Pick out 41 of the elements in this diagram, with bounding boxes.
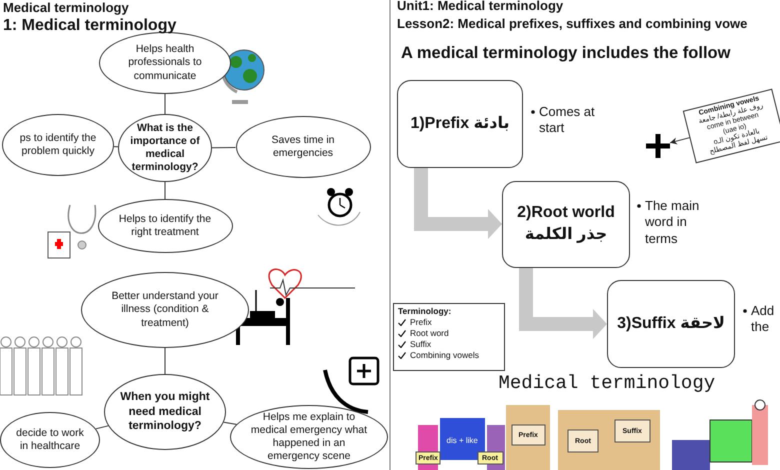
list-item: Root word (410, 328, 449, 340)
bubble-text: Better understand your illness (condition & treatment) (110, 290, 220, 330)
term-box (397, 80, 523, 168)
term-label: 2)Root world (517, 203, 615, 224)
term-label: 3)Suffix لاحقة (617, 314, 725, 334)
term-box (502, 180, 630, 268)
bubble-text: Helps to identify the right treatment (118, 212, 212, 240)
connector-line (212, 147, 236, 148)
heading: A medical terminology includes the follow (401, 44, 730, 63)
bubble-text: ps to identify the problem quickly (18, 132, 98, 158)
heading: Medical terminology (498, 372, 716, 394)
heading: 1: Medical terminology (3, 17, 176, 35)
connector-line (164, 182, 166, 200)
heading: Lesson2: Medical prefixes, suffixes and combining vowe (397, 16, 748, 31)
bubble-text: Helps health professionals to communicate (127, 43, 203, 83)
connector-line (164, 94, 166, 114)
bullet-text: Comes at start (539, 104, 596, 136)
list-heading: Terminology: (398, 306, 452, 318)
bubble-text: Helps me explain to medical emergency what happened in an emergency scene (250, 410, 368, 464)
list-item: Suffix (410, 339, 432, 350)
bubble-text: When you might need medical terminology? (120, 390, 210, 434)
term-box (607, 280, 735, 368)
terminology-list-box (393, 303, 505, 371)
board-label: dis + like (446, 436, 478, 444)
connector-line (164, 348, 166, 374)
term-label: جذر الكلمة (524, 225, 608, 245)
bubble-text: What is the importance of medical terminology? (130, 122, 200, 174)
connector-line (113, 146, 118, 148)
heading: Unit1: Medical terminology (397, 0, 564, 13)
plus-sign (646, 134, 670, 158)
arrow (670, 137, 690, 144)
bubble-text: Saves time in emergencies (270, 134, 336, 160)
connector-line (223, 422, 237, 425)
heading: Medical terminology (3, 0, 129, 15)
list-item: Combining vowels (410, 350, 479, 362)
bullet-text: Add the (751, 303, 776, 336)
list-item: Prefix (410, 317, 432, 328)
bullet-text: The main word in terms (645, 198, 700, 247)
connector-line (95, 425, 109, 430)
term-label: 1)Prefix بادئة (410, 114, 510, 134)
bubble-text: decide to work in healthcare (15, 426, 85, 454)
